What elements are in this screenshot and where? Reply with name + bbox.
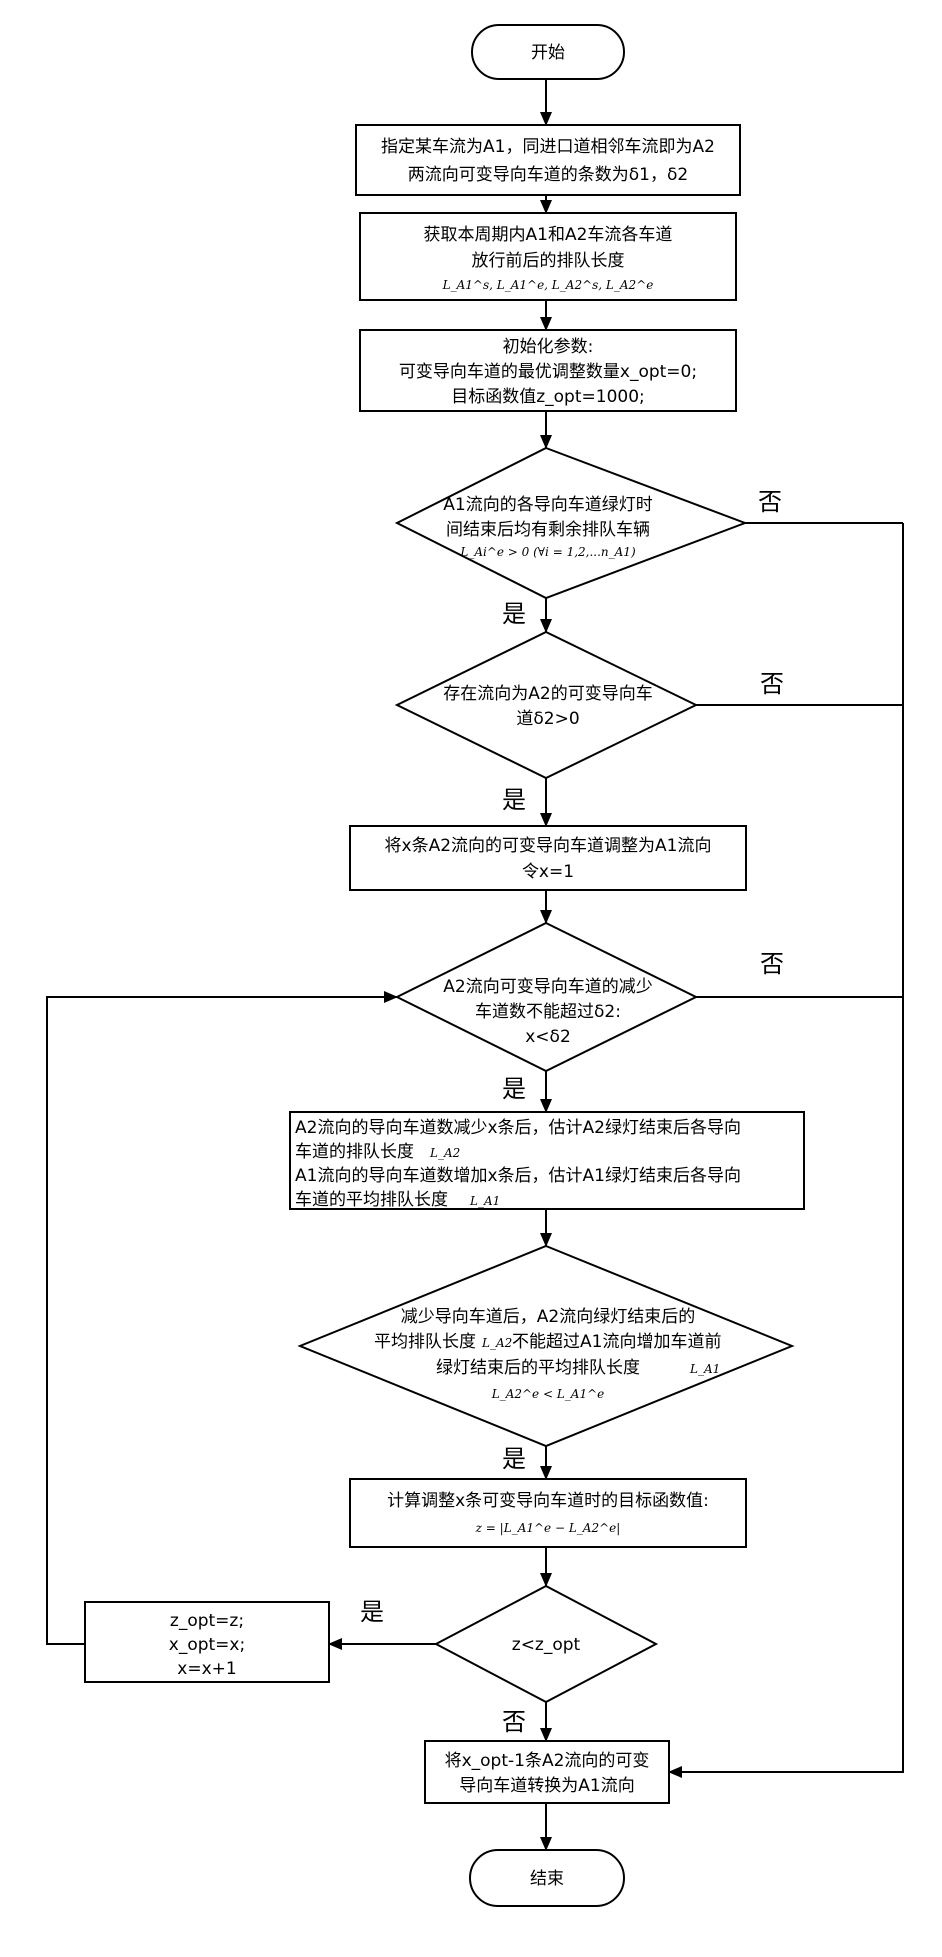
decision3-line3: x<δ2 xyxy=(525,1027,571,1047)
step4-line2: 令x=1 xyxy=(522,862,574,882)
decision4-sym2: L_A1 xyxy=(689,1362,720,1376)
decision3-line2: 车道数不能超过δ2: xyxy=(475,1002,621,1022)
step8-line2: 导向车道转换为A1流向 xyxy=(459,1776,634,1796)
step7-line2: x_opt=x; xyxy=(169,1635,245,1655)
yes-label-dec5: 是 xyxy=(360,1598,384,1626)
decision4-line3: 绿灯结束后的平均排队长度 xyxy=(436,1358,640,1378)
no-label-dec2: 否 xyxy=(760,670,784,698)
decision5-label: z<z_opt xyxy=(512,1635,581,1655)
step5-sym1: L_A2 xyxy=(429,1146,460,1160)
step3-box xyxy=(359,329,737,412)
step5-line1: A2流向的导向车道数减少x条后，估计A2绿灯结束后各导向 xyxy=(295,1118,741,1138)
yes-label-dec4: 是 xyxy=(502,1445,526,1473)
yes-label-dec1: 是 xyxy=(502,600,526,628)
yes-label-dec2: 是 xyxy=(502,786,526,814)
no-merge-line xyxy=(668,523,904,1778)
step2-formula: L_A1^s, L_A1^e, L_A2^s, L_A2^e xyxy=(442,278,654,292)
yes-label-dec3: 是 xyxy=(502,1075,526,1103)
step7-box xyxy=(84,1601,330,1683)
step2-line2: 放行前后的排队长度 xyxy=(472,251,625,271)
no-label-dec5: 否 xyxy=(502,1708,526,1736)
step6-formula: z = |L_A1^e − L_A2^e| xyxy=(475,1521,621,1535)
decision4-line2b: 不能超过A1流向增加车道前 xyxy=(512,1332,721,1352)
no-label-dec1: 否 xyxy=(758,488,782,516)
start-terminator xyxy=(471,24,625,80)
decision1-line1: A1流向的各导向车道绿灯时 xyxy=(443,495,652,515)
step6-line1: 计算调整x条可变导向车道时的目标函数值: xyxy=(387,1491,709,1511)
step7-line1: z_opt=z; xyxy=(170,1611,244,1631)
step1-line1: 指定某车流为A1，同进口道相邻车流即为A2 xyxy=(381,137,715,157)
step1-box xyxy=(355,124,741,196)
step6-box xyxy=(349,1478,747,1548)
decision2-line2: 道δ2>0 xyxy=(516,709,579,729)
step7-line3: x=x+1 xyxy=(177,1659,236,1679)
step4-line1: 将x条A2流向的可变导向车道调整为A1流向 xyxy=(385,836,712,856)
no-label-dec3: 否 xyxy=(760,950,784,978)
step5-line2: 车道的排队长度 xyxy=(295,1142,414,1162)
step5-line4: 车道的平均排队长度 xyxy=(295,1190,448,1210)
decision4-formula: L_A2^e < L_A1^e xyxy=(491,1387,605,1401)
step3-line3: 目标函数值z_opt=1000; xyxy=(451,387,645,407)
step3-line1: 初始化参数: xyxy=(503,337,594,357)
step2-line1: 获取本周期内A1和A2车流各车道 xyxy=(424,225,673,245)
step1-line2: 两流向可变导向车道的条数为δ1，δ2 xyxy=(408,165,688,185)
decision2-line1: 存在流向为A2的可变导向车 xyxy=(443,684,652,704)
end-label: 结束 xyxy=(530,1869,564,1889)
start-label: 开始 xyxy=(531,43,565,63)
step3-line2: 可变导向车道的最优调整数量x_opt=0; xyxy=(399,362,697,382)
decision1-formula: L_Ai^e > 0 (∀i = 1,2,...n_A1) xyxy=(459,545,636,559)
decision4-line2a: 平均排队长度 xyxy=(374,1332,476,1352)
step5-sym2: L_A1 xyxy=(469,1194,500,1208)
decision2-diamond xyxy=(394,630,699,780)
decision3-line1: A2流向可变导向车道的减少 xyxy=(443,977,652,997)
decision3-diamond xyxy=(394,921,699,1073)
step8-line1: 将x_opt-1条A2流向的可变 xyxy=(445,1751,650,1771)
decision4-sym1: L_A2 xyxy=(481,1336,512,1350)
loop-back-line xyxy=(46,991,398,1645)
step8-box xyxy=(424,1740,670,1804)
step5-line3: A1流向的导向车道数增加x条后，估计A1绿灯结束后各导向 xyxy=(295,1166,741,1186)
decision4-line1: 减少导向车道后，A2流向绿灯结束后的 xyxy=(401,1307,695,1327)
decision1-line2: 间结束后均有剩余排队车辆 xyxy=(446,520,650,540)
